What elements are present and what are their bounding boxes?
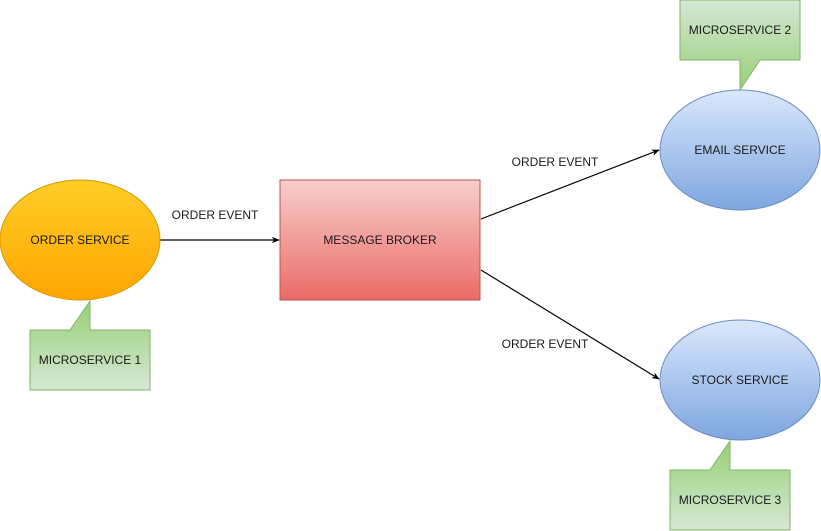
callout-microservice-3[interactable]: MICROSERVICE 3 bbox=[669, 439, 791, 531]
stock-service-ellipse[interactable] bbox=[659, 319, 821, 441]
callout-shape[interactable] bbox=[669, 439, 791, 531]
callout-label: MICROSERVICE 2 bbox=[689, 23, 792, 37]
callout-shape[interactable] bbox=[679, 0, 801, 92]
edge-line[interactable] bbox=[480, 149, 660, 220]
callout-label: MICROSERVICE 3 bbox=[679, 493, 782, 507]
edge-label-order-event: ORDER EVENT bbox=[502, 337, 589, 351]
message-broker-rect[interactable] bbox=[279, 179, 481, 301]
order-service-label: ORDER SERVICE bbox=[30, 233, 129, 247]
order-service-ellipse[interactable] bbox=[0, 179, 161, 301]
callout-label: MICROSERVICE 1 bbox=[39, 353, 142, 367]
node-order-service[interactable]: ORDER SERVICE bbox=[0, 179, 161, 301]
edge-broker-to-email[interactable]: ORDER EVENT bbox=[480, 149, 660, 220]
callout-microservice-2[interactable]: MICROSERVICE 2 bbox=[679, 0, 801, 92]
callout-microservice-1[interactable]: MICROSERVICE 1 bbox=[29, 299, 151, 391]
edge-broker-to-stock[interactable]: ORDER EVENT bbox=[480, 269, 660, 380]
message-broker-label: MESSAGE BROKER bbox=[323, 233, 437, 247]
edge-label-order-event: ORDER EVENT bbox=[512, 155, 599, 169]
node-email-service[interactable]: EMAIL SERVICE bbox=[659, 89, 821, 211]
callout-shape[interactable] bbox=[29, 299, 151, 391]
node-message-broker[interactable]: MESSAGE BROKER bbox=[279, 179, 481, 301]
edge-line[interactable] bbox=[480, 269, 660, 380]
edge-order-to-broker[interactable]: ORDER EVENT bbox=[160, 208, 280, 244]
node-stock-service[interactable]: STOCK SERVICE bbox=[659, 319, 821, 441]
email-service-label: EMAIL SERVICE bbox=[694, 143, 785, 157]
stock-service-label: STOCK SERVICE bbox=[692, 373, 789, 387]
edge-label-order-event: ORDER EVENT bbox=[172, 208, 259, 222]
